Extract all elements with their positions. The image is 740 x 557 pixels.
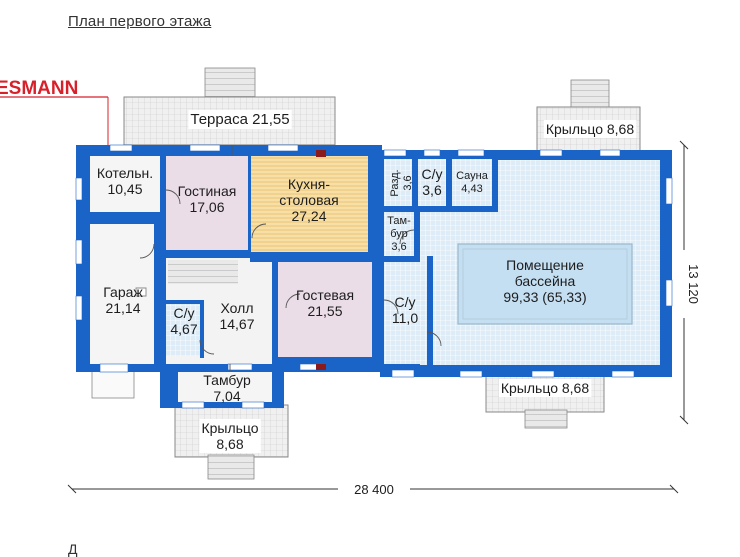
room-label-line: 11,0 [392,310,418,326]
label-backing [199,419,261,453]
room-label-line: Холл [221,300,254,316]
dimension-width [67,484,679,494]
room-label-line: Гостиная [178,183,237,199]
room-label-line: Там- [387,215,411,227]
porch-top-area [536,79,641,153]
next-section-text: Д [68,541,78,557]
room-label-line: С/у [174,305,195,321]
room-label-line: Терраса 21,55 [190,111,289,128]
room-label-line: С/у [422,166,443,182]
chimney-mark [316,150,326,157]
room-label-line: бассейна [515,273,576,289]
room-label-line: 3,6 [402,175,414,190]
room-label-line: Сауна [456,170,489,182]
label-backing [188,110,292,129]
room-label-terrace: Терраса 21,55 [190,111,289,128]
room-label-line: Кухня- [288,176,330,192]
room-label-line: 4,43 [461,183,482,195]
page-title: План первого этажа [68,13,212,30]
room-label-line: столовая [279,192,339,208]
dimension-depth [679,140,689,425]
room-label-line: 17,06 [189,199,224,215]
room-label-line: 3,6 [391,241,406,253]
room-label-line: 27,24 [291,208,326,224]
interior-walls [90,150,498,370]
room-label-line: 21,14 [105,300,140,316]
room-label-line: Гостевая [296,287,354,303]
chimney-mark-bottom [316,364,326,370]
dimension-label-backing [685,261,702,307]
porch-right-area [485,369,605,429]
label-backing [543,120,637,138]
doors [135,145,442,372]
room-label-line: Тамбур [203,372,251,388]
dimension-width-label: 28 400 [354,482,394,497]
room-fills [90,156,660,402]
terrace-area [123,67,336,146]
windows [75,144,673,409]
room-label-line: 99,33 (65,33) [503,289,586,305]
room-label-line: 3,6 [422,182,442,198]
label-backing [498,379,592,397]
room-label-line: Гараж [103,284,143,300]
room-label-line: Крыльцо 8,68 [546,121,634,137]
dimension-depth-label: 13 120 [686,264,701,304]
room-label-porch_right: Крыльцо 8,68 [501,380,589,396]
room-label-line: 14,67 [219,316,254,332]
garage-driveway [91,369,135,399]
room-label-line: 7,04 [213,388,240,404]
dimension-label-backing [351,481,397,498]
room-label-line: Крыльцо 8,68 [501,380,589,396]
room-label-line: Помещение [506,257,584,273]
room-label-line: 10,45 [107,181,142,197]
room-label-boiler: Котельн.10,45 [97,165,153,197]
room-label-line: Крыльцо [201,420,258,436]
room-label-line: Котельн. [97,165,153,181]
room-label-line: С/у [395,294,416,310]
room-label-line: бур [390,228,408,240]
svg-text:ESMANN: ESMANN [0,78,78,99]
room-label-line: 4,67 [170,321,197,337]
room-label-line: 8,68 [216,436,243,452]
room-label-line: Разд. [389,169,401,196]
room-label-porch_top: Крыльцо 8,68 [546,121,634,137]
room-label-razd: Разд.3,6 [389,169,414,196]
room-label-line: 21,55 [307,303,342,319]
